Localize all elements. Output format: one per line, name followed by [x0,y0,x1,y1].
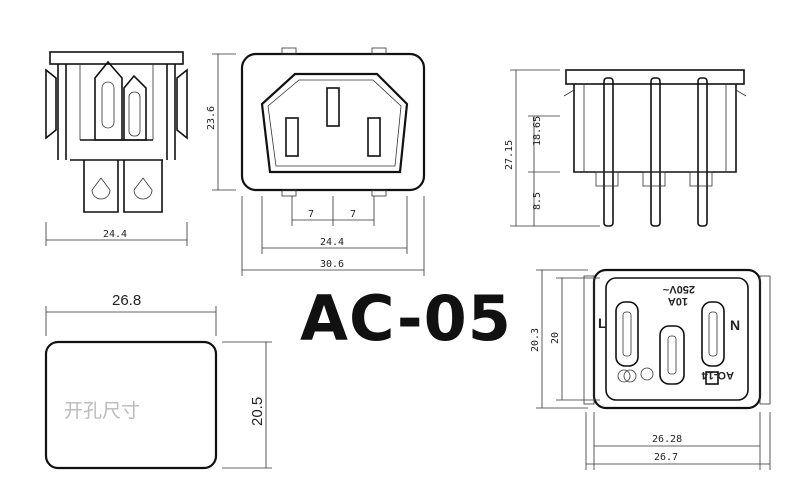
marking-neutral: N [730,317,740,333]
dim-back-outer-width: 26.7 [654,452,678,463]
side-view: 24.4 [45,51,188,246]
cutout-view: 26.8 20.5 [44,292,272,470]
back-view: 250V~ 10A AO-14 L N 20.3 20 26.28 26.7 [530,268,771,470]
dim-back-inner-height: 20 [550,332,561,344]
dim-profile-body: 18.65 [532,116,543,146]
dim-front-height: 23.6 [206,106,217,130]
dim-profile-pin: 8.5 [532,192,543,210]
dim-cutout-width: 26.8 [112,292,141,309]
marking-model: AO-14 [701,369,734,381]
dim-cutout-height: 20.5 [249,397,266,426]
profile-view: 27.15 18.65 8.5 [504,69,747,227]
marking-current: 10A [668,295,688,307]
marking-left: L [598,315,607,331]
front-view: 23.6 7 7 24.4 30.6 [206,47,426,276]
marking-voltage: 250V~ [662,283,695,295]
dim-pin-gap-left: 7 [308,209,314,220]
dim-back-inner-width: 26.28 [652,434,682,445]
dim-front-outer-width: 30.6 [320,259,344,270]
dim-profile-total: 27.15 [504,140,515,170]
dim-front-inner-width: 24.4 [320,237,344,248]
page-title: AC-05 [300,282,512,355]
dim-pin-gap-right: 7 [350,209,356,220]
dim-side-width: 24.4 [103,229,127,240]
dim-back-outer-height: 20.3 [530,328,541,352]
cutout-label: 开孔尺寸 [64,400,141,422]
